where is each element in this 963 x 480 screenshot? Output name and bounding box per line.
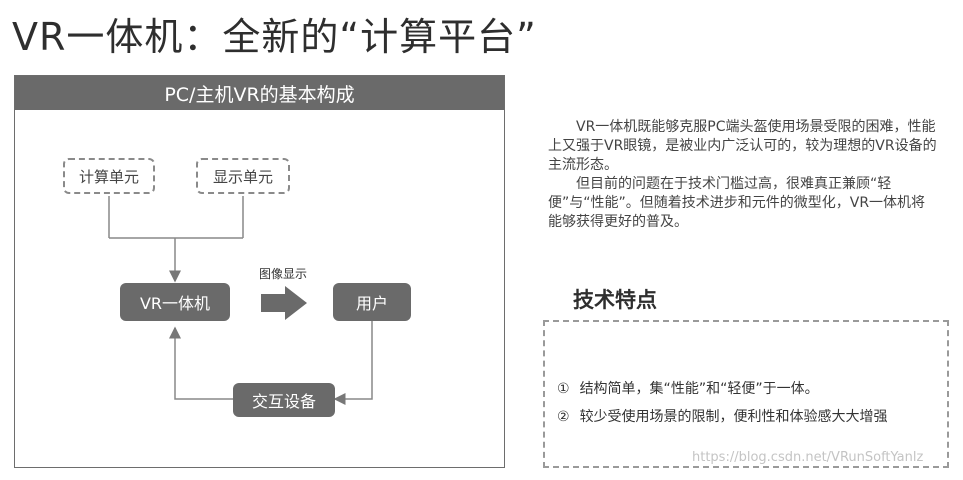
user-box: 用户 — [333, 283, 411, 321]
display-unit-box: 显示单元 — [196, 158, 290, 194]
interaction-device-box: 交互设备 — [233, 383, 335, 417]
feature-text: 结构简单，集“性能”和“轻便”于一体。 — [579, 381, 819, 397]
feature-item: ② 较少受使用场景的限制，便利性和体验感大大增强 — [557, 406, 888, 426]
page-title: VR一体机：全新的“计算平台” — [12, 15, 537, 59]
description: VR一体机既能够克服PC端头盔使用场景受限的困难，性能上又强于VR眼镜，是被业内… — [548, 118, 938, 232]
feature-number: ① — [557, 381, 570, 397]
vr-device-box: VR一体机 — [120, 283, 230, 321]
diagram-connectors — [108, 196, 373, 405]
diagram-header: PC/主机VR的基本构成 — [15, 76, 504, 110]
vr-composition-diagram: PC/主机VR的基本构成 计算单元 显示单元 VR一体机 图像显示 用户 交互设… — [14, 75, 505, 468]
watermark: https://blog.csdn.net/VRunSoftYanlz — [692, 450, 924, 465]
image-display-arrow — [261, 286, 307, 320]
compute-unit-box: 计算单元 — [63, 158, 155, 194]
connector-interaction-to-vr — [169, 326, 233, 400]
feature-number: ② — [557, 409, 570, 425]
connector-user-to-interaction — [333, 321, 373, 405]
image-display-label: 图像显示 — [259, 267, 308, 281]
description-paragraph: VR一体机既能够克服PC端头盔使用场景受限的困难，性能上又强于VR眼镜，是被业内… — [548, 119, 937, 173]
features-box: ① 结构简单，集“性能”和“轻便”于一体。 ② 较少受使用场景的限制，便利性和体验感… — [543, 320, 949, 468]
feature-text: 较少受使用场景的限制，便利性和体验感大大增强 — [579, 409, 888, 425]
description-paragraph: 但目前的问题在于技术门槛过高，很难真正兼顾“轻便”与“性能”。但随着技术进步和元… — [548, 176, 926, 230]
feature-item: ① 结构简单，集“性能”和“轻便”于一体。 — [557, 378, 819, 398]
features-title: 技术特点 — [573, 288, 657, 312]
